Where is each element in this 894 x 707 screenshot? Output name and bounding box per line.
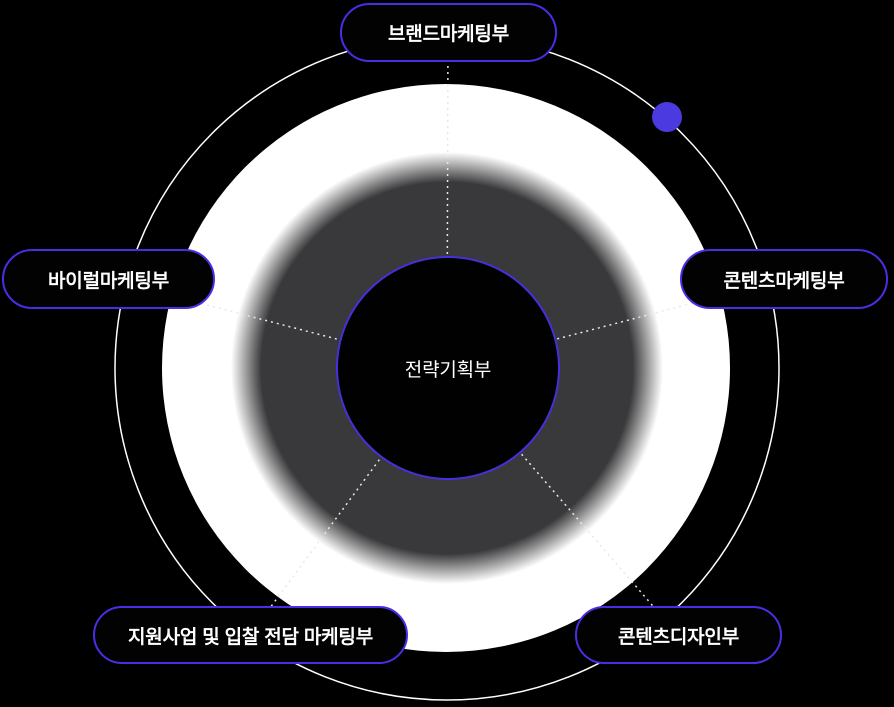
dept-node-label: 지원사업 및 입찰 전담 마케팅부 xyxy=(128,626,373,648)
divider-line-left xyxy=(107,278,448,369)
dept-node-label: 바이럴마케팅부 xyxy=(48,270,169,292)
dept-node-label: 콘텐츠마케팅부 xyxy=(723,270,845,292)
divider-line-right xyxy=(446,278,785,369)
divider-line-bottom-right xyxy=(446,367,679,636)
center-department-label: 전략기획부 xyxy=(404,360,492,381)
dept-node-content-design: 콘텐츠디자인부 xyxy=(575,606,782,664)
orbit-marker-dot-icon xyxy=(652,102,682,132)
dept-node-viral-marketing: 바이럴마케팅부 xyxy=(2,249,215,309)
dept-node-label: 콘텐츠디자인부 xyxy=(618,626,739,648)
dept-node-content-marketing: 콘텐츠마케팅부 xyxy=(680,249,888,309)
center-circle xyxy=(336,256,560,480)
dept-node-support-bidding: 지원사업 및 입찰 전담 마케팅부 xyxy=(93,606,408,664)
dept-node-label: 브랜드마케팅부 xyxy=(388,24,509,45)
dept-node-brand-marketing: 브랜드마케팅부 xyxy=(340,3,557,62)
